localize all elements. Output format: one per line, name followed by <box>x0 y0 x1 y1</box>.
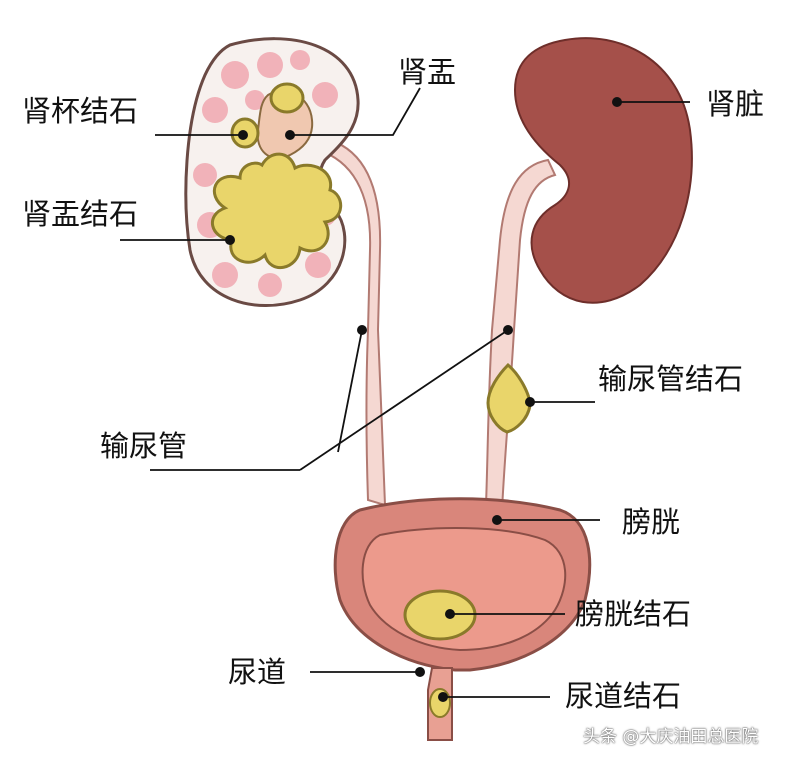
dot-ureter-stone <box>525 397 535 407</box>
right-kidney <box>513 37 693 304</box>
dot-bladder-stone <box>445 609 455 619</box>
bladder-stone <box>403 589 477 641</box>
marker-dots <box>225 97 622 702</box>
label-ureter-stone: 输尿管结石 <box>598 362 744 396</box>
label-renal-pelvis-stone: 肾盂结石 <box>22 197 139 231</box>
ureter-stone <box>486 362 532 434</box>
dot-calyx-stone <box>238 130 248 140</box>
dot-renal-pelvis <box>285 130 295 140</box>
calyx-stone-top <box>269 82 305 114</box>
watermark: 头条 @大庆油田总医院 <box>583 727 759 747</box>
leader-ureter-right <box>299 329 509 471</box>
label-renal-pelvis: 肾盂 <box>398 55 457 89</box>
label-bladder-stone: 膀胱结石 <box>575 597 692 631</box>
label-kidney-calyx-stone: 肾杯结石 <box>22 94 139 128</box>
leader-renal-pelvis <box>290 87 421 136</box>
label-bladder: 膀胱 <box>622 505 681 539</box>
dot-ureter-right <box>503 325 513 335</box>
label-ureter: 输尿管 <box>100 429 188 463</box>
dot-kidney <box>612 97 622 107</box>
dot-pelvis-stone <box>225 235 235 245</box>
leader-lines <box>120 87 690 698</box>
pelvis-stone <box>210 152 343 270</box>
dot-urethra <box>415 667 425 677</box>
dot-urethra-stone <box>438 692 448 702</box>
label-urethra-stone: 尿道结石 <box>565 679 682 713</box>
label-urethra: 尿道 <box>228 655 287 689</box>
dot-bladder <box>492 515 502 525</box>
leader-ureter-left <box>337 329 363 453</box>
dot-ureter-left <box>357 325 367 335</box>
label-kidney: 肾脏 <box>706 87 765 121</box>
